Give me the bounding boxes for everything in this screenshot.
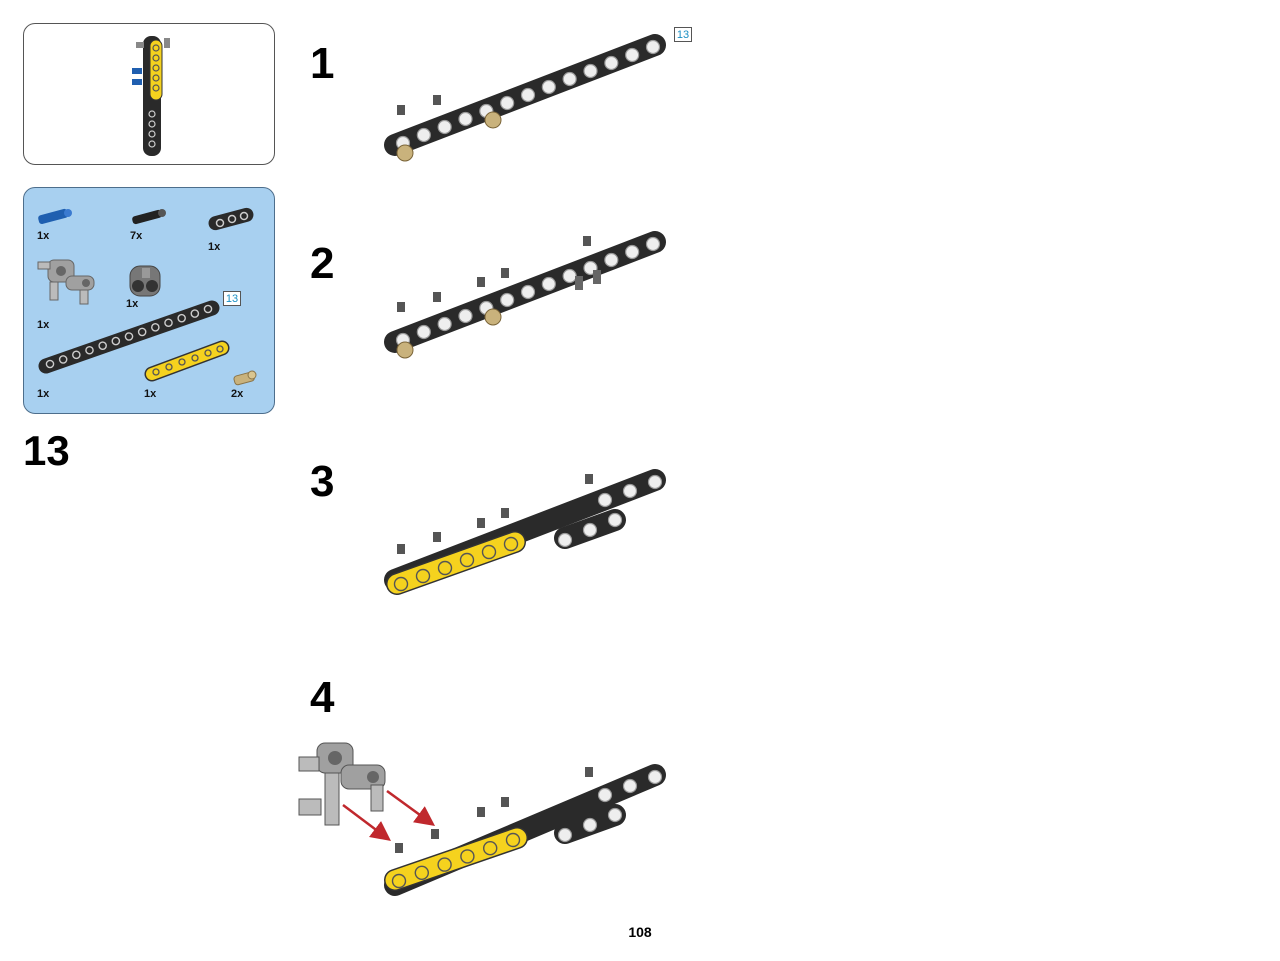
beam-hole [597, 492, 613, 508]
beam-hole [597, 787, 613, 803]
beam-hole [562, 71, 577, 87]
beam-hole [625, 47, 640, 63]
beam-hole [604, 252, 619, 268]
beam-hole [414, 865, 430, 881]
beam-hole [622, 483, 638, 499]
substep-1-number: 1 [310, 39, 335, 88]
preview-panel [23, 23, 275, 165]
beam-length-label: 13 [223, 291, 241, 306]
part-qty-connector-block: 1x [37, 319, 50, 331]
beam-hole [557, 827, 573, 843]
beam-hole [391, 873, 407, 889]
beam-hole [562, 268, 577, 284]
part-qty-axle-connector: 1x [126, 298, 139, 310]
substep-1-illustration [384, 34, 666, 162]
beam-hole [583, 63, 598, 79]
substep-2-number: 2 [310, 239, 335, 288]
tan-pin-icon [233, 370, 257, 386]
beam-hole [459, 552, 475, 568]
beam-hole [582, 817, 598, 833]
beam-hole [607, 807, 623, 823]
part-qty-short-beam: 1x [208, 241, 221, 253]
model-preview-image [132, 36, 170, 156]
beam-hole [164, 318, 173, 328]
yellow-beam-icon [144, 340, 230, 382]
beam-hole [85, 345, 94, 355]
beam-hole [190, 309, 200, 318]
substep-1-length-label: 13 [674, 27, 692, 42]
substep-3-number: 3 [310, 457, 335, 506]
beam-hole [482, 840, 498, 856]
gray-axle-connector-icon [129, 265, 161, 297]
beam-hole [645, 39, 661, 55]
substep-3-illustration [384, 469, 666, 595]
beam-hole [415, 568, 431, 584]
beam-hole [520, 87, 536, 103]
blue-pin-icon [38, 208, 72, 225]
beam-hole [58, 355, 68, 364]
substep-4-number: 4 [310, 673, 335, 722]
beam-hole [124, 332, 134, 341]
beam-hole [500, 292, 515, 308]
part-qty-yellow-beam: 1x [144, 388, 157, 400]
beam-hole [458, 111, 473, 127]
beam-hole [416, 127, 431, 143]
substep-2-illustration [384, 231, 666, 359]
beam-hole [111, 336, 121, 346]
long-black-beam-icon [38, 300, 220, 374]
part-qty-long-beam: 1x [37, 388, 50, 400]
beam-hole [503, 536, 519, 552]
beam-hole [437, 857, 452, 872]
page-number: 108 [628, 924, 652, 940]
beam-hole [520, 284, 536, 300]
beam-hole [604, 55, 619, 71]
beam-hole [582, 522, 598, 538]
beam-hole [625, 244, 640, 260]
beam-hole [500, 95, 515, 111]
part-qty-black-pin: 7x [130, 230, 143, 242]
beam-hole [645, 236, 661, 252]
short-black-beam-icon [208, 207, 254, 231]
beam-hole [437, 119, 452, 135]
beam-hole [557, 532, 573, 548]
beam-hole [72, 350, 81, 360]
beam-hole [541, 79, 556, 95]
beam-hole [622, 778, 638, 794]
part-qty-tan-pin: 2x [231, 388, 244, 400]
beam-hole [45, 359, 55, 369]
beam-hole [505, 832, 521, 848]
beam-hole [647, 474, 663, 490]
gray-connector-block-icon [37, 259, 95, 305]
beam-hole [460, 849, 475, 864]
beam-hole [137, 327, 147, 337]
beam-hole [203, 304, 213, 314]
beam-hole [416, 324, 431, 340]
beam-hole [98, 341, 107, 350]
black-friction-pin-icon [132, 209, 166, 225]
beam-hole [481, 544, 497, 560]
part-qty-blue-pin: 1x [37, 230, 50, 242]
beam-hole [177, 313, 186, 323]
beam-hole [607, 512, 623, 528]
beam-hole [458, 308, 473, 324]
beam-hole [437, 560, 453, 576]
substep-4-illustration [298, 742, 666, 896]
main-step-number: 13 [23, 427, 70, 474]
beam-hole [541, 276, 556, 292]
beam-hole [647, 769, 663, 785]
beam-hole [393, 576, 409, 592]
beam-hole [437, 316, 452, 332]
parts-list-panel: 1x 7x 1x 1x 1x 13 1x [23, 187, 275, 414]
beam-hole [151, 323, 160, 332]
